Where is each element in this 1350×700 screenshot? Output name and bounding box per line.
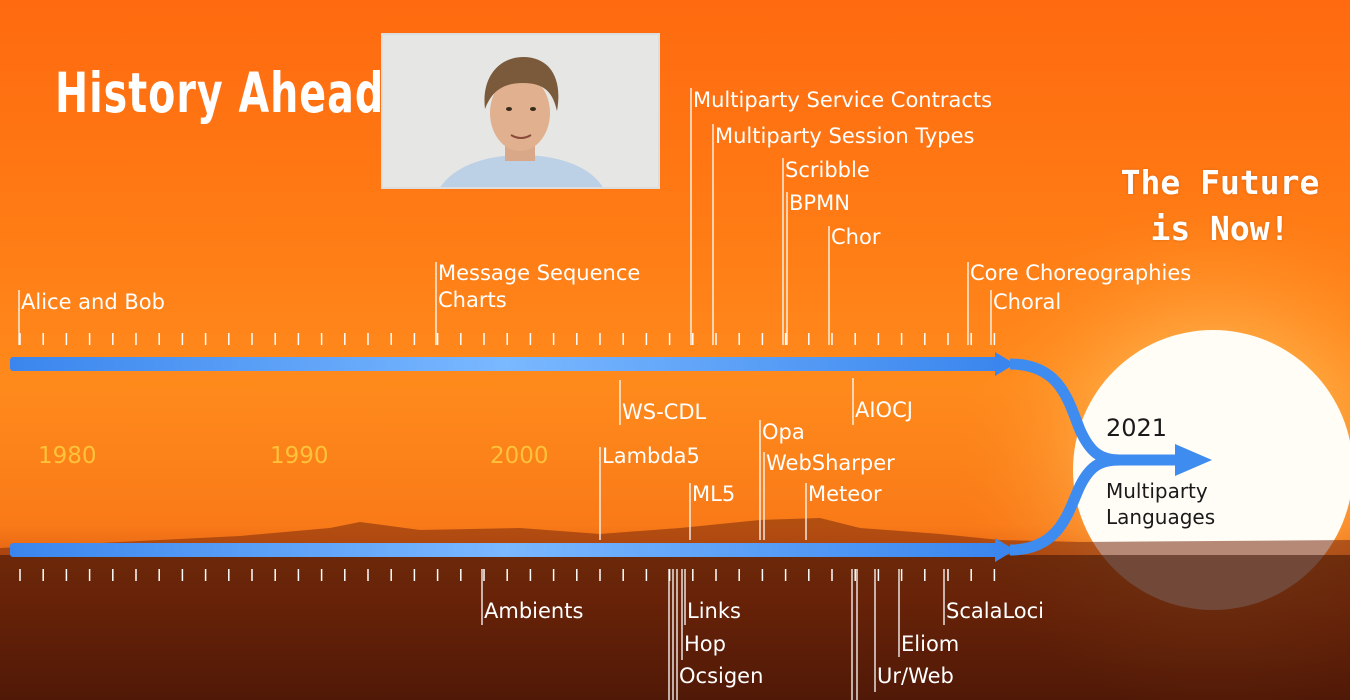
future-line-2: is Now! bbox=[1150, 209, 1290, 248]
event-ambients: Ambients bbox=[484, 599, 584, 623]
sun bbox=[1073, 330, 1350, 610]
slide-title: History Ahead bbox=[55, 62, 385, 126]
event-choral: Choral bbox=[993, 290, 1062, 314]
event-alice-and-bob: Alice and Bob bbox=[21, 290, 165, 314]
tick-marks-top bbox=[19, 333, 996, 345]
bottom-timeline-bar bbox=[10, 543, 1000, 557]
merge-curve-bottom bbox=[1009, 454, 1121, 556]
event-multiparty-service-contracts: Multiparty Service Contracts bbox=[693, 88, 993, 112]
future-line-1: The Future bbox=[1120, 163, 1320, 202]
top-timeline-arrowhead bbox=[995, 352, 1015, 376]
event-message-sequence-charts: Message Sequence Charts bbox=[438, 261, 641, 312]
year-1990: 1990 bbox=[270, 443, 329, 469]
ground-shadow bbox=[0, 555, 1350, 700]
merged-arrowhead bbox=[1175, 444, 1212, 476]
event-scribble: Scribble bbox=[785, 158, 870, 182]
event-chor: Chor bbox=[831, 225, 881, 249]
event-aiocj: AIOCJ bbox=[855, 398, 913, 422]
event-ws-cdl: WS-CDL bbox=[622, 400, 707, 424]
presenter-image bbox=[383, 35, 658, 187]
year-1980: 1980 bbox=[38, 443, 97, 469]
event-ml5: ML5 bbox=[692, 482, 736, 506]
event-opa: Opa bbox=[762, 420, 805, 444]
event-multiparty-session-types: Multiparty Session Types bbox=[715, 124, 975, 148]
end-label-line-1: Multiparty bbox=[1106, 479, 1208, 503]
year-2000: 2000 bbox=[490, 443, 549, 469]
bottom-timeline-arrowhead bbox=[995, 538, 1015, 562]
end-year: 2021 bbox=[1106, 414, 1168, 442]
top-timeline-bar bbox=[10, 357, 1000, 371]
future-caption: The Future is Now! bbox=[1090, 160, 1350, 252]
presenter-video bbox=[381, 33, 660, 189]
merge-curve-top bbox=[1009, 358, 1121, 466]
event-lines bbox=[18, 88, 992, 700]
end-label: Multiparty Languages bbox=[1106, 478, 1215, 530]
event-websharper: WebSharper bbox=[766, 451, 895, 475]
event-links: Links bbox=[687, 599, 741, 623]
event-ocsigen: Ocsigen bbox=[679, 664, 764, 688]
end-label-line-2: Languages bbox=[1106, 505, 1216, 529]
event-core-choreographies: Core Choreographies bbox=[970, 261, 1192, 285]
event-ur-web: Ur/Web bbox=[877, 664, 954, 688]
event-bpmn: BPMN bbox=[789, 191, 850, 215]
event-eliom: Eliom bbox=[901, 632, 960, 656]
event-scalaloci: ScalaLoci bbox=[946, 599, 1045, 623]
event-meteor: Meteor bbox=[808, 482, 882, 506]
event-hop: Hop bbox=[684, 632, 726, 656]
tick-marks-bottom bbox=[19, 569, 996, 581]
event-lambda5: Lambda5 bbox=[602, 444, 700, 468]
